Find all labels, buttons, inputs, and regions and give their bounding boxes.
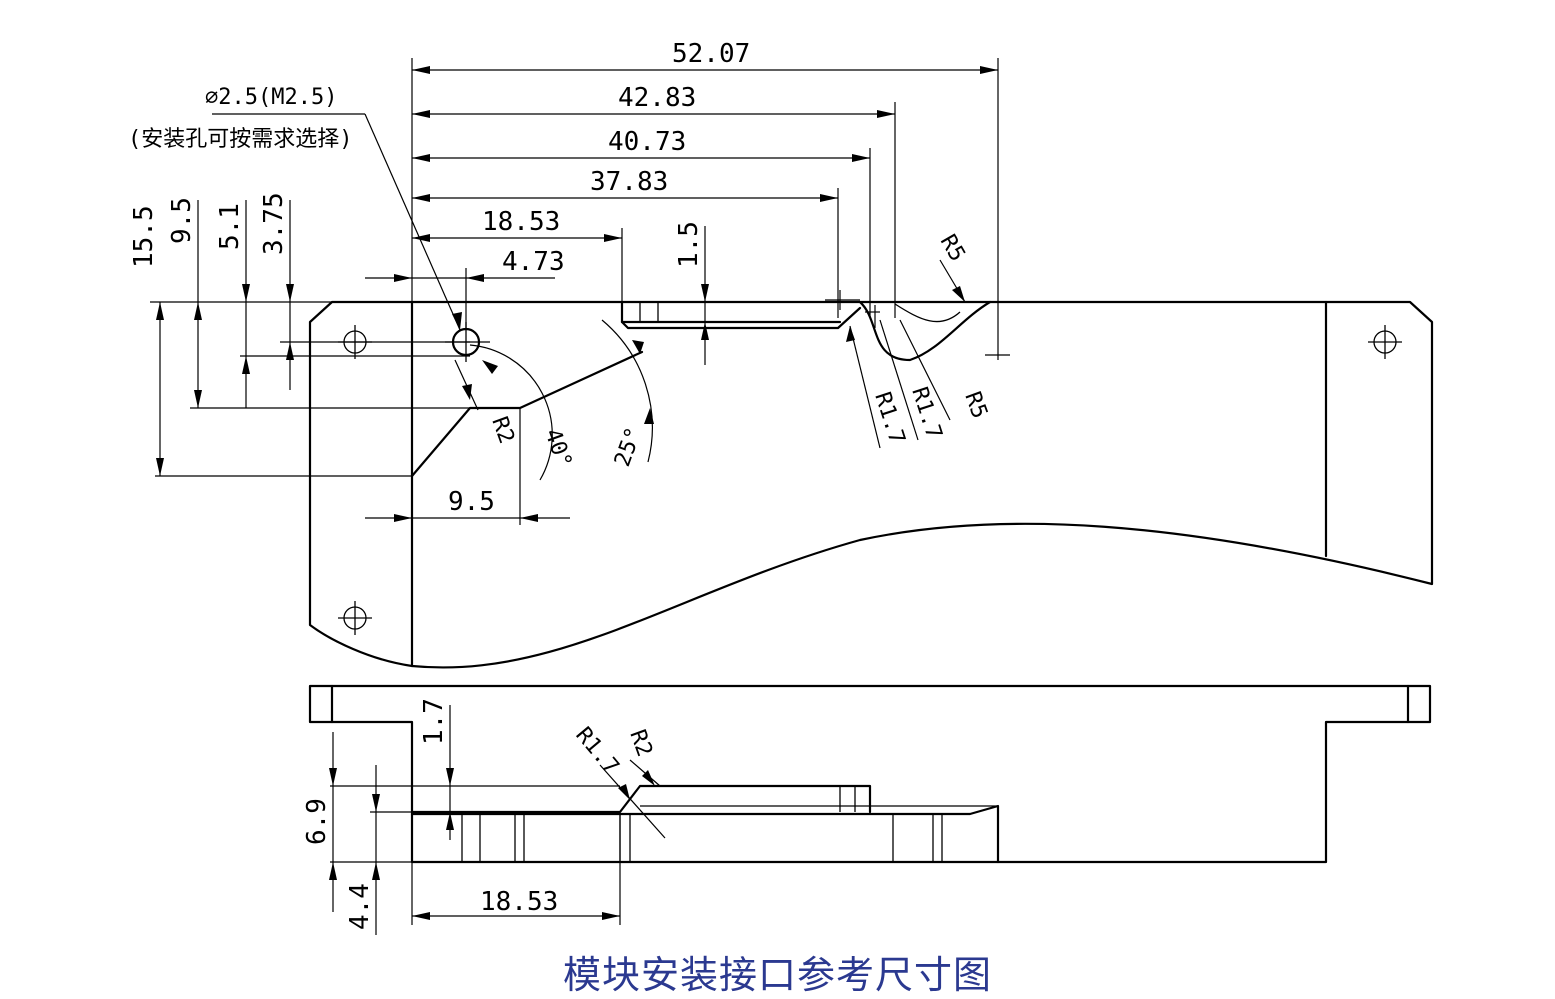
hole-remark-label: (安装孔可按需求选择) [128,127,353,152]
dim-52-07: 52.07 [672,39,750,69]
dim-4-73: 4.73 [502,247,565,277]
side-view-outline [308,684,1432,864]
top-view-outline [308,300,1434,669]
side-radius-r1-7: R1.7 [570,723,623,780]
radius-r1-7-b: R1.7 [869,389,909,447]
dim-15-5: 15.5 [129,205,159,268]
radius-r5-bottom: R5 [959,389,992,422]
dim-37-83: 37.83 [590,167,668,197]
side-dim-18-53: 18.53 [480,887,558,917]
hole-spec-label: ⌀2.5(M2.5) [205,85,337,110]
dim-40-73: 40.73 [608,127,686,157]
angle-40: 40° [539,426,576,472]
radius-r2: R2 [486,414,519,447]
dim-5-1: 5.1 [215,203,245,250]
mount-hole-left-bottom [338,601,372,635]
dim-3-75: 3.75 [259,192,289,255]
figure-caption: 模块安装接口参考尺寸图 [562,953,992,997]
mount-hole-right [1368,325,1402,359]
dim-9-5-vertical: 9.5 [167,197,197,244]
dim-42-83: 42.83 [618,83,696,113]
dim-9-5-horizontal: 9.5 [448,487,495,517]
radius-r1-7-a: R1.7 [906,384,946,442]
angle-25: 25° [610,424,647,470]
side-dim-4-4: 4.4 [345,883,375,930]
top-view-dimension-text: 52.07 42.83 40.73 37.83 18.53 4.73 9.5 1… [128,39,992,517]
dim-1-5: 1.5 [674,221,704,268]
top-view-dimension-lines [150,58,1010,525]
side-dim-1-7: 1.7 [419,698,449,745]
side-view-dimension-lines [329,705,666,935]
dim-18-53: 18.53 [482,207,560,237]
side-dim-6-9: 6.9 [302,798,332,845]
side-radius-r2: R2 [624,727,657,760]
